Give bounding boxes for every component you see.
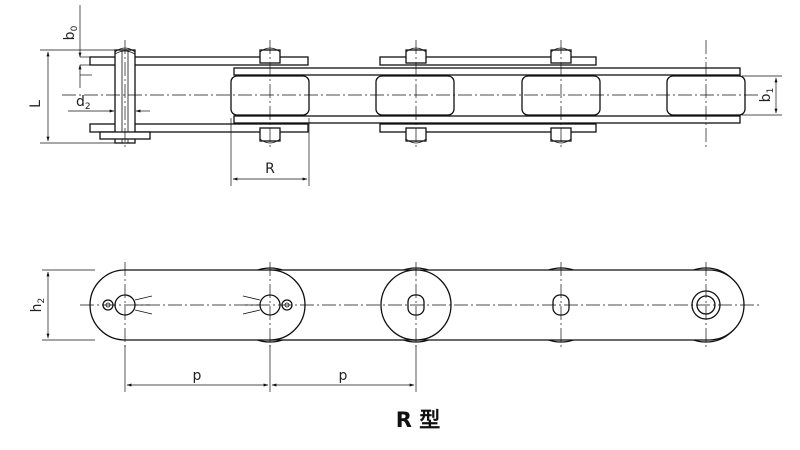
rollers-top [230, 75, 746, 116]
roller-2 [375, 75, 455, 116]
label-p-1: p [193, 368, 202, 384]
dimension-b0: b0 [62, 5, 92, 88]
dimension-l: L [28, 49, 118, 144]
label-p-2: p [339, 368, 348, 384]
dimension-pitch: p p [124, 345, 417, 392]
label-h2: h [29, 303, 45, 312]
caption: R 型 [396, 408, 440, 432]
dimension-d2: d2 [68, 94, 150, 113]
side-view: h2 p p [29, 262, 760, 392]
inner-plate-top [233, 67, 741, 76]
outer-plate-bottom-1 [89, 123, 309, 133]
dimension-b1: b1 [742, 75, 782, 116]
dimension-r: R [230, 118, 310, 186]
outer-plate-bottom-2 [379, 123, 597, 133]
outer-plate-top-1 [89, 56, 309, 66]
svg-text:b1: b1 [758, 88, 776, 103]
outer-plate-top-2 [379, 56, 597, 66]
svg-text:h2: h2 [29, 298, 47, 313]
inner-plate-bottom [233, 115, 741, 124]
label-b1: b [758, 93, 774, 102]
svg-text:b0: b0 [62, 25, 80, 40]
top-view: b0 L d2 b1 [28, 5, 782, 186]
label-d2: d [76, 94, 85, 110]
label-l: L [28, 100, 44, 108]
label-b0: b [62, 31, 78, 40]
dimension-h2: h2 [29, 269, 95, 341]
svg-text:d2: d2 [76, 94, 91, 112]
label-r: R [265, 161, 275, 177]
